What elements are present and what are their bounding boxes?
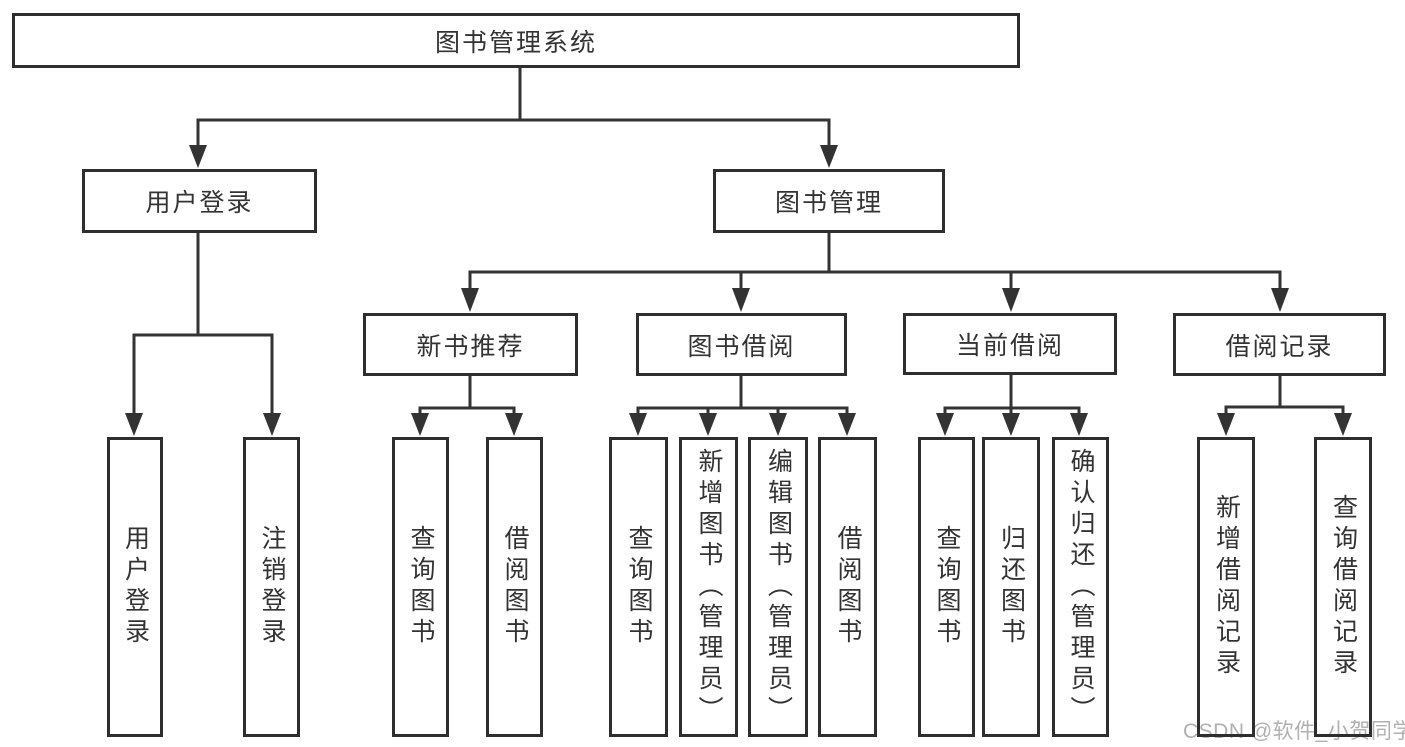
leaf-cb-query-book: 查询图书 [918,437,975,737]
csdn-watermark: CSDN @软件_小贺同学 [1183,720,1405,743]
leaf-cb-confirm-return-admin: 确认归还（管理员） [1052,437,1109,737]
leaf-bb-borrow-book: 借阅图书 [818,437,877,737]
node-current-borrow: 当前借阅 [903,313,1117,375]
node-book-borrow: 图书借阅 [636,313,847,376]
leaf-bb-edit-book-admin: 编辑图书（管理员） [748,437,808,737]
leaf-user-login: 用户登录 [107,437,163,737]
leaf-cb-return-book: 归还图书 [982,437,1040,737]
node-root-system: 图书管理系统 [12,13,1020,68]
leaf-bb-query-book: 查询图书 [609,437,668,737]
node-book-management: 图书管理 [713,169,945,233]
leaf-logout: 注销登录 [243,437,300,737]
leaf-nb-query-book: 查询图书 [392,437,449,737]
node-user-login: 用户登录 [82,169,317,233]
leaf-nb-borrow-book: 借阅图书 [486,437,543,737]
node-borrow-records: 借阅记录 [1173,313,1386,376]
leaf-bb-add-book-admin: 新增图书（管理员） [679,437,738,737]
leaf-br-add-record: 新增借阅记录 [1197,437,1255,737]
leaf-br-query-record: 查询借阅记录 [1314,437,1372,737]
node-new-book-recommend: 新书推荐 [363,313,578,376]
